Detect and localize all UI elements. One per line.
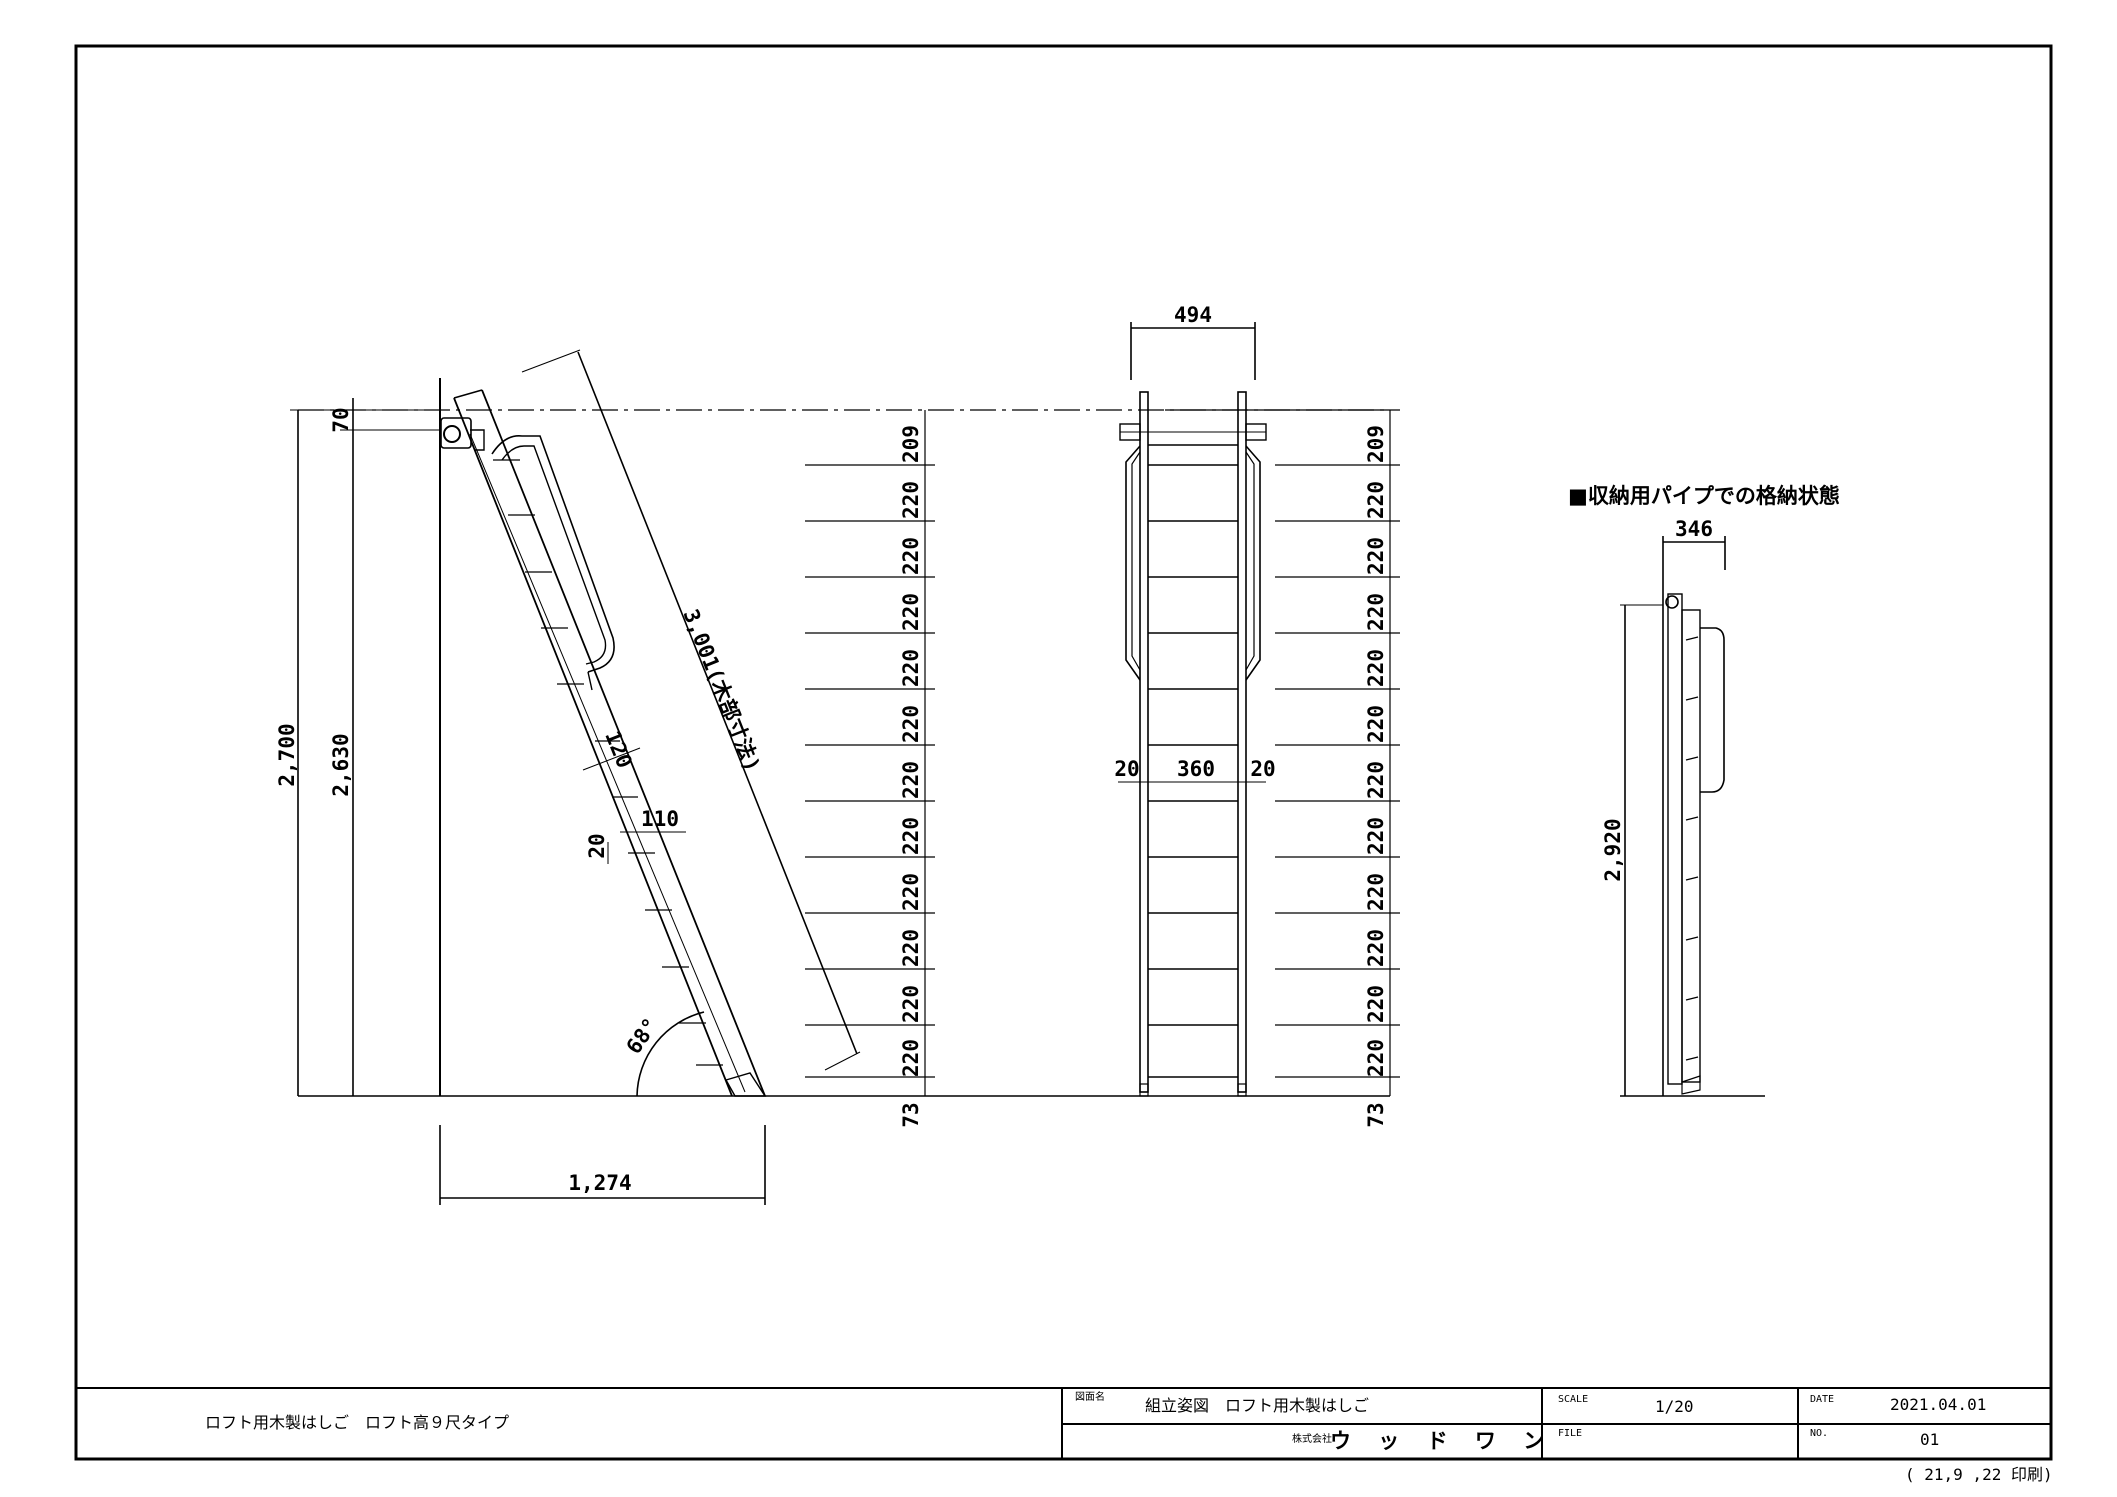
storage-title: ■収納用パイプでの格納状態 bbox=[1568, 484, 1840, 508]
dim-top-offset: 70 bbox=[329, 407, 353, 432]
project-value: 組立姿図 ロフト用木製はしご bbox=[1145, 1396, 1369, 1415]
date-value: 2021.04.01 bbox=[1890, 1395, 1986, 1414]
no-label: NO. bbox=[1810, 1428, 1828, 1439]
spacing-r-top: 209 bbox=[1364, 425, 1388, 463]
drawing-title: ロフト用木製はしご ロフト高９尺タイプ bbox=[205, 1413, 509, 1432]
print-note: ( 21,9 ,22 印刷) bbox=[1905, 1465, 2053, 1484]
dim-storage-height: 2,920 bbox=[1601, 818, 1625, 881]
dim-inner-width: 360 bbox=[1177, 757, 1215, 781]
project-label: 図面名 bbox=[1075, 1390, 1105, 1403]
spacing-6: 220 bbox=[899, 761, 923, 799]
spacing-10: 220 bbox=[899, 985, 923, 1023]
dim-rail-width: 120 bbox=[600, 727, 636, 771]
spacing-r-3: 220 bbox=[1364, 593, 1388, 631]
dim-ladder-length: 3,001(木部寸法) bbox=[678, 606, 764, 775]
spacing-9: 220 bbox=[899, 929, 923, 967]
spacing-r-2: 220 bbox=[1364, 537, 1388, 575]
dim-angle: 68° bbox=[622, 1014, 663, 1059]
spacing-r-7: 220 bbox=[1364, 817, 1388, 855]
company-name: ウ ッ ド ワ ン bbox=[1330, 1429, 1554, 1453]
dim-inner-height: 2,630 bbox=[329, 733, 353, 796]
dim-total-height: 2,700 bbox=[275, 723, 299, 786]
spacing-1: 220 bbox=[899, 481, 923, 519]
spacing-r-1: 220 bbox=[1364, 481, 1388, 519]
spacing-top: 209 bbox=[899, 425, 923, 463]
spacing-11: 220 bbox=[899, 1039, 923, 1077]
step-spacing-left-labels: 209 220 220 220 220 220 220 220 220 220 … bbox=[899, 425, 923, 1128]
spacing-r-4: 220 bbox=[1364, 649, 1388, 687]
spacing-r-11: 220 bbox=[1364, 1039, 1388, 1077]
spacing-r-10: 220 bbox=[1364, 985, 1388, 1023]
spacing-r-8: 220 bbox=[1364, 873, 1388, 911]
spacing-7: 220 bbox=[899, 817, 923, 855]
drawing-border bbox=[74, 44, 2053, 1461]
spacing-3: 220 bbox=[899, 593, 923, 631]
no-value: 01 bbox=[1920, 1430, 1939, 1449]
step-spacing-right bbox=[1275, 410, 1400, 1096]
spacing-r-9: 220 bbox=[1364, 929, 1388, 967]
scale-value: 1/20 bbox=[1655, 1397, 1694, 1416]
spacing-4: 220 bbox=[899, 649, 923, 687]
title-block bbox=[76, 1387, 2051, 1459]
dim-step-thickness: 20 bbox=[585, 833, 609, 858]
dim-storage-width: 346 bbox=[1675, 517, 1713, 541]
step-spacing-left bbox=[805, 410, 935, 1096]
dim-rail-left: 20 bbox=[1114, 757, 1139, 781]
dim-front-width: 494 bbox=[1174, 303, 1212, 327]
company-label: 株式会社 bbox=[1292, 1432, 1332, 1445]
spacing-r-bottom: 73 bbox=[1364, 1102, 1388, 1127]
file-label: FILE bbox=[1558, 1428, 1582, 1439]
front-view: 494 bbox=[1114, 303, 1276, 1097]
spacing-8: 220 bbox=[899, 873, 923, 911]
spacing-2: 220 bbox=[899, 537, 923, 575]
dim-base-width: 1,274 bbox=[568, 1171, 631, 1195]
spacing-5: 220 bbox=[899, 705, 923, 743]
dim-step-depth: 110 bbox=[641, 807, 679, 831]
storage-view: ■収納用パイプでの格納状態 346 2,920 bbox=[1568, 484, 1840, 1097]
spacing-r-6: 220 bbox=[1364, 761, 1388, 799]
scale-label: SCALE bbox=[1558, 1394, 1588, 1405]
step-spacing-right-labels: 209 220 220 220 220 220 220 220 220 220 … bbox=[1364, 425, 1388, 1128]
date-label: DATE bbox=[1810, 1394, 1834, 1405]
spacing-r-5: 220 bbox=[1364, 705, 1388, 743]
dim-rail-right: 20 bbox=[1250, 757, 1275, 781]
spacing-bottom: 73 bbox=[899, 1102, 923, 1127]
